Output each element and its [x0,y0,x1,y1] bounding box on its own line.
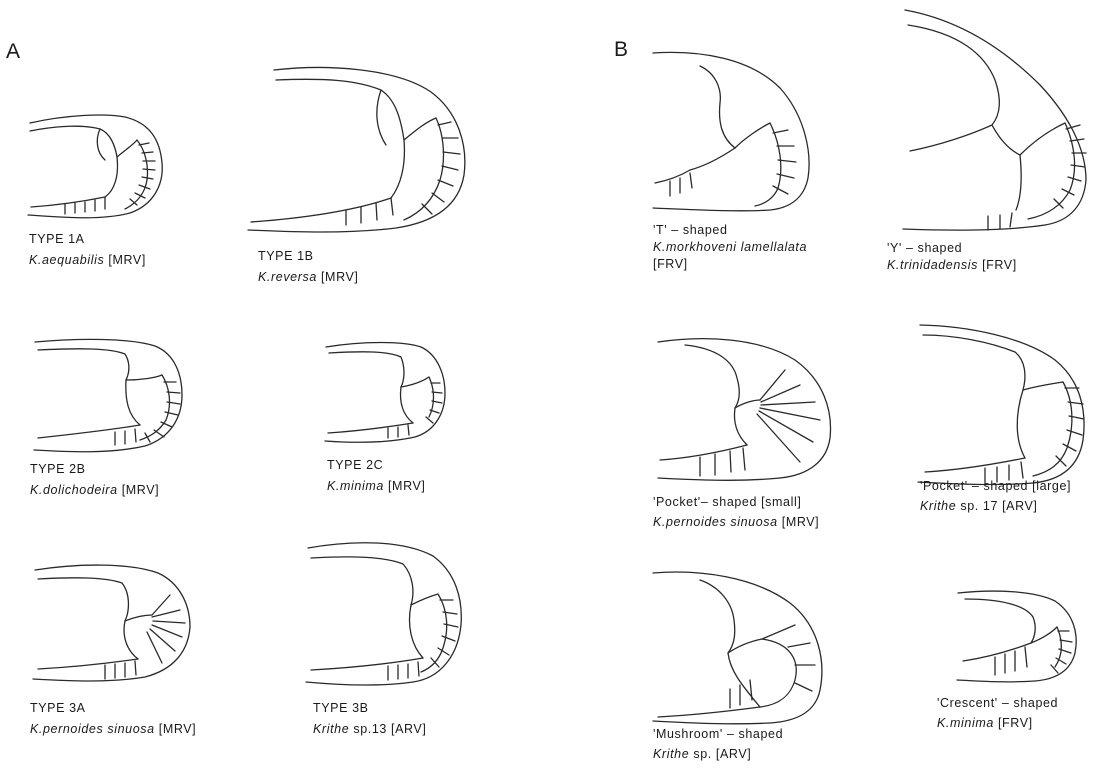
shape-label: 'Mushroom' – shaped [653,726,783,743]
species-label: K.minima [FRV] [937,715,1058,732]
panel-b-label: B [614,38,628,62]
shape-label: 'Y' – shaped [887,240,1017,257]
species-label: K.dolichodeira [MRV] [30,482,159,499]
valve-outline-drawing [303,530,468,690]
valve-outline-drawing [25,105,165,220]
species-label: Krithe sp. [ARV] [653,746,783,763]
valve-outline-drawing [30,330,190,455]
caption-type-1a: TYPE 1A K.aequabilis [MRV] [29,231,146,269]
caption-crescent: 'Crescent' – shaped K.minima [FRV] [937,695,1058,732]
valve-outline-drawing [915,320,1095,490]
valve-outline-drawing [650,565,830,725]
caption-type-3b: TYPE 3B Krithe sp.13 [ARV] [313,700,426,738]
type-label: TYPE 1A [29,231,146,248]
valve-outline-drawing [246,50,476,235]
valve-outline-drawing [955,585,1085,685]
shape-label: 'Crescent' – shaped [937,695,1058,712]
shape-label: 'Pocket'– shaped [small] [653,494,819,511]
species-label: Krithe sp.13 [ARV] [313,721,426,738]
species-label: K.minima [MRV] [327,478,425,495]
caption-type-2b: TYPE 2B K.dolichodeira [MRV] [30,461,159,499]
caption-type-2c: TYPE 2C K.minima [MRV] [327,457,425,495]
valve-outline-drawing [30,555,195,685]
valve-outline-drawing [323,335,453,445]
type-label: TYPE 3A [30,700,196,717]
shape-label: 'T' – shaped [653,222,807,239]
valve-label: [FRV] [653,256,807,273]
species-label: K.trinidadensis [FRV] [887,257,1017,274]
caption-pocket-large: 'Pocket' – shaped [large] Krithe sp. 17 … [920,478,1071,515]
valve-outline-drawing [650,48,820,213]
caption-t-shaped: 'T' – shaped K.morkhoveni lamellalata [F… [653,222,807,273]
caption-mushroom: 'Mushroom' – shaped Krithe sp. [ARV] [653,726,783,763]
type-label: TYPE 2C [327,457,425,474]
species-label: K.reversa [MRV] [258,269,358,286]
shape-label: 'Pocket' – shaped [large] [920,478,1071,495]
valve-outline-drawing [655,330,840,480]
caption-y-shaped: 'Y' – shaped K.trinidadensis [FRV] [887,240,1017,274]
species-label: K.pernoides sinuosa [MRV] [30,721,196,738]
species-label: Krithe sp. 17 [ARV] [920,498,1071,515]
species-label: K.pernoides sinuosa [MRV] [653,514,819,531]
caption-pocket-small: 'Pocket'– shaped [small] K.pernoides sin… [653,494,819,531]
caption-type-3a: TYPE 3A K.pernoides sinuosa [MRV] [30,700,196,738]
species-label: K.aequabilis [MRV] [29,252,146,269]
valve-outline-drawing [900,5,1095,235]
caption-type-1b: TYPE 1B K.reversa [MRV] [258,248,358,286]
type-label: TYPE 3B [313,700,426,717]
panel-a-label: A [6,40,20,64]
type-label: TYPE 1B [258,248,358,265]
type-label: TYPE 2B [30,461,159,478]
species-label: K.morkhoveni lamellalata [653,239,807,256]
